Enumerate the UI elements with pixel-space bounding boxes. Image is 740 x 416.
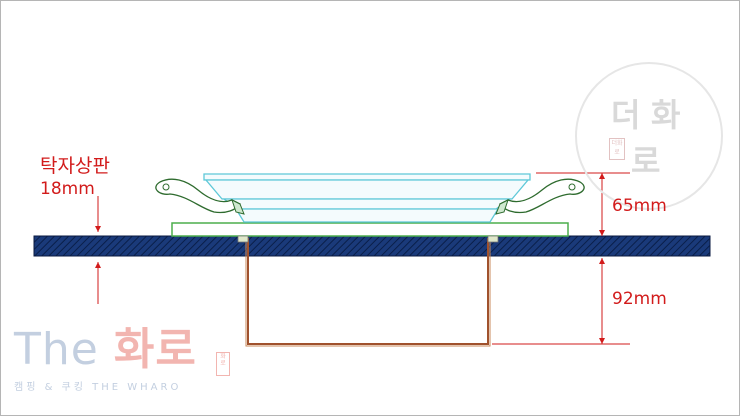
- height-dimension-bottom: [492, 258, 630, 345]
- watermark-char-2: 화: [651, 96, 681, 134]
- brand-title: The 화로: [14, 328, 197, 372]
- lower-box: [247, 238, 489, 345]
- tray-lower: [221, 198, 513, 210]
- base-plate: [171, 222, 569, 237]
- tray-top: [203, 173, 531, 181]
- right-handle: [499, 178, 585, 214]
- brand-korean: 화로: [113, 324, 197, 375]
- left-handle: [155, 178, 241, 214]
- watermark-small-seal: 더화로: [609, 138, 625, 160]
- brand-the: The: [14, 324, 99, 375]
- tray-base: [234, 208, 500, 223]
- brand-subtitle: 캠핑 & 쿠킹 THE WHARO: [14, 382, 182, 393]
- thickness-dimension: [95, 196, 101, 304]
- brand-logo: The 화로 캠핑 & 쿠킹 THE WHARO: [14, 328, 197, 394]
- watermark-ring: [575, 62, 723, 210]
- watermark-seal: 더 화 로 더화로: [575, 62, 723, 210]
- watermark-char-1: 더: [611, 96, 641, 134]
- height-bottom-label: 92mm: [612, 289, 667, 309]
- tabletop-label: 탁자상판: [40, 155, 110, 177]
- thickness-label: 18mm: [40, 179, 95, 199]
- watermark-char-3: 로: [631, 142, 661, 180]
- tray-body: [204, 179, 530, 200]
- height-top-label: 65mm: [612, 196, 667, 216]
- tabletop-slab: [33, 235, 711, 257]
